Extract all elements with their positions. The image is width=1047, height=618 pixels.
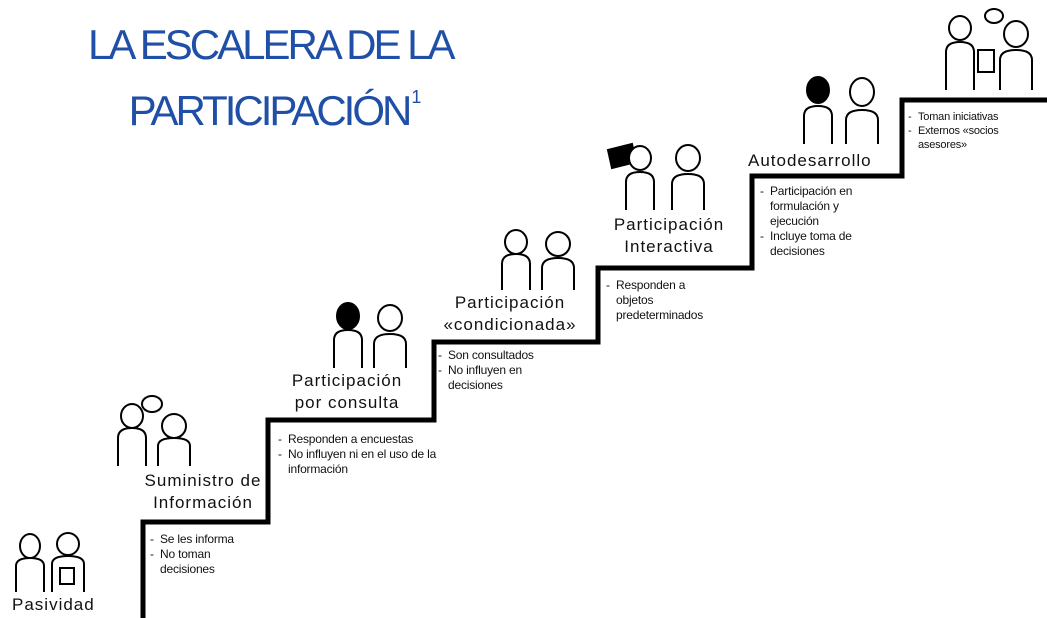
step-label-condicionada: Participación «condicionada» — [443, 293, 577, 334]
bullets-autodesarrollo: Participación en formulación y ejecución… — [760, 184, 890, 259]
list-item: Incluye toma de decisiones — [760, 229, 890, 259]
people-icon-passive — [15, 532, 85, 592]
people-icon-consultation — [333, 302, 407, 368]
list-item: No influyen ni en el uso de la informaci… — [278, 447, 448, 477]
title-line-1: LA ESCALERA DE LA — [88, 21, 456, 68]
step-label-autodesarrollo: Autodesarrollo — [748, 151, 872, 170]
bullets-condicionada: Son consultados No influyen en decisione… — [438, 348, 578, 393]
people-icon-self-development — [803, 76, 879, 144]
list-item: No influyen en decisiones — [438, 363, 578, 393]
list-item: Participación en formulación y ejecución — [760, 184, 890, 229]
list-item: Toman iniciativas — [908, 110, 1044, 124]
step-label-interactiva: Participación Interactiva — [613, 215, 725, 256]
step-label-suministro: Suministro de Información — [144, 471, 262, 512]
list-item: Responden a encuestas — [278, 432, 448, 447]
list-item: Se les informa — [150, 532, 260, 547]
people-icon-information — [117, 395, 191, 466]
list-item: Responden a objetos predeterminados — [606, 278, 724, 323]
list-item: Son consultados — [438, 348, 578, 363]
bullets-automovilizacion: Toman iniciativas Externos «socios aseso… — [908, 110, 1044, 152]
title-footnote: 1 — [411, 87, 422, 107]
step-label-pasividad: Pasividad — [12, 595, 95, 614]
bullets-interactiva: Responden a objetos predeterminados — [606, 278, 724, 323]
people-icon-conditioned — [501, 229, 575, 290]
list-item: Externos «socios asesores» — [908, 124, 1044, 152]
bullets-suministro: Se les informa No toman decisiones — [150, 532, 260, 577]
step-label-consulta: Participación por consulta — [291, 371, 403, 412]
people-icon-self-mobilization — [945, 8, 1033, 90]
people-icon-interactive — [606, 142, 705, 210]
bullets-consulta: Responden a encuestas No influyen ni en … — [278, 432, 448, 477]
list-item: No toman decisiones — [150, 547, 260, 577]
